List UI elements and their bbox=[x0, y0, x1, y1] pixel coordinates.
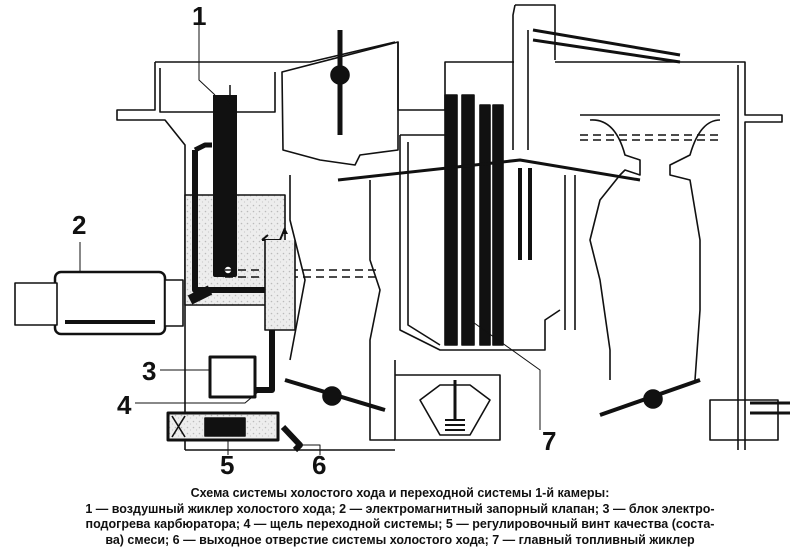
heater-block bbox=[208, 355, 257, 399]
callout-7: 7 bbox=[542, 426, 557, 456]
throttle-pivot-right bbox=[643, 389, 663, 409]
callout-2: 2 bbox=[72, 210, 87, 240]
figure-caption: Схема системы холостого хода и переходно… bbox=[0, 486, 800, 548]
throttle-pivot-left bbox=[322, 386, 342, 406]
callout-4: 4 bbox=[117, 390, 132, 420]
leader-7 bbox=[469, 319, 541, 430]
callout-5: 5 bbox=[220, 450, 235, 480]
air-horn-left bbox=[116, 62, 186, 450]
leader-4 bbox=[135, 391, 259, 404]
choke-valve-pivot bbox=[330, 65, 350, 85]
caption-line-3: ва) смеси; 6 — выходное отверстие систем… bbox=[105, 532, 695, 547]
leader-1 bbox=[198, 22, 216, 96]
caption-line-1: 1 — воздушный жиклер холостого хода; 2 —… bbox=[85, 501, 715, 516]
carburetor-diagram bbox=[14, 4, 790, 455]
callout-3: 3 bbox=[142, 356, 157, 386]
caption-title: Схема системы холостого хода и переходно… bbox=[190, 486, 610, 500]
callout-1: 1 bbox=[192, 1, 207, 31]
callout-6: 6 bbox=[312, 450, 327, 480]
solenoid-valve bbox=[53, 270, 167, 336]
caption-line-2: подогрева карбюратора; 4 — щель переходн… bbox=[85, 517, 715, 531]
leader-6 bbox=[300, 444, 321, 455]
